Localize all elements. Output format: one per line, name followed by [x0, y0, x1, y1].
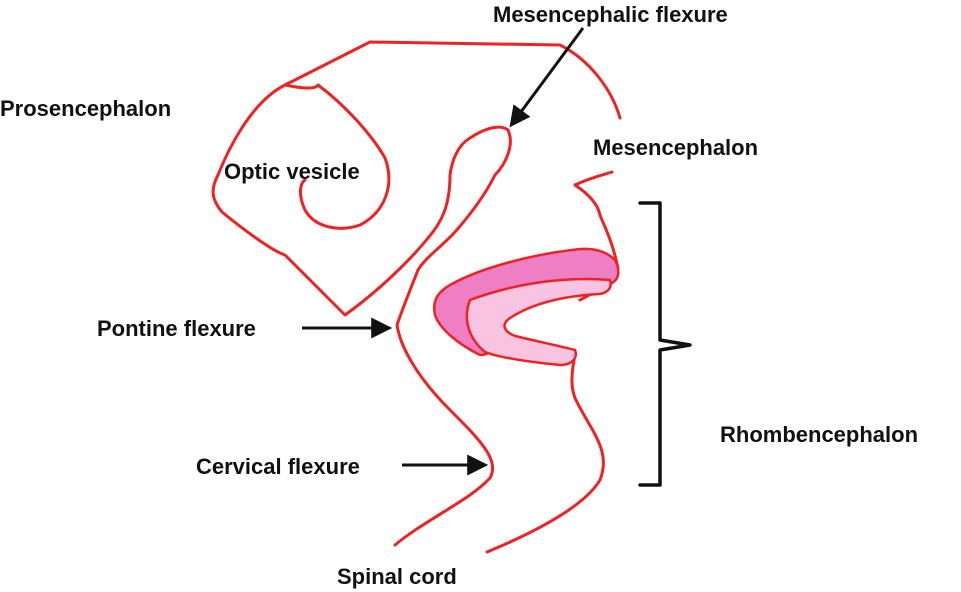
rhombencephalon-label: Rhombencephalon: [720, 422, 918, 447]
optic-vesicle-label: Optic vesicle: [224, 159, 360, 184]
optic-vesicle-outline: [283, 83, 391, 230]
midbrain-floor-outline: [416, 125, 512, 272]
dorsal-border-outline: [485, 353, 605, 554]
cervical-flexure-label: Cervical flexure: [196, 454, 360, 479]
ventral-border-outline: [393, 268, 495, 547]
rhombencephalon-bracket: [638, 201, 692, 487]
mesencephalic-flexure-label: Mesencephalic flexure: [493, 2, 728, 27]
spinal-cord-label: Spinal cord: [337, 564, 457, 589]
mesencephalon-label: Mesencephalon: [593, 135, 758, 160]
pontine-flexure-label: Pontine flexure: [97, 316, 256, 341]
prosencephalon-label: Prosencephalon: [0, 96, 171, 121]
fourth-ventricle-inner: [465, 277, 612, 367]
prosencephalon-outline: [211, 173, 430, 317]
mesencephalic-flexure-arrow: [509, 27, 585, 128]
